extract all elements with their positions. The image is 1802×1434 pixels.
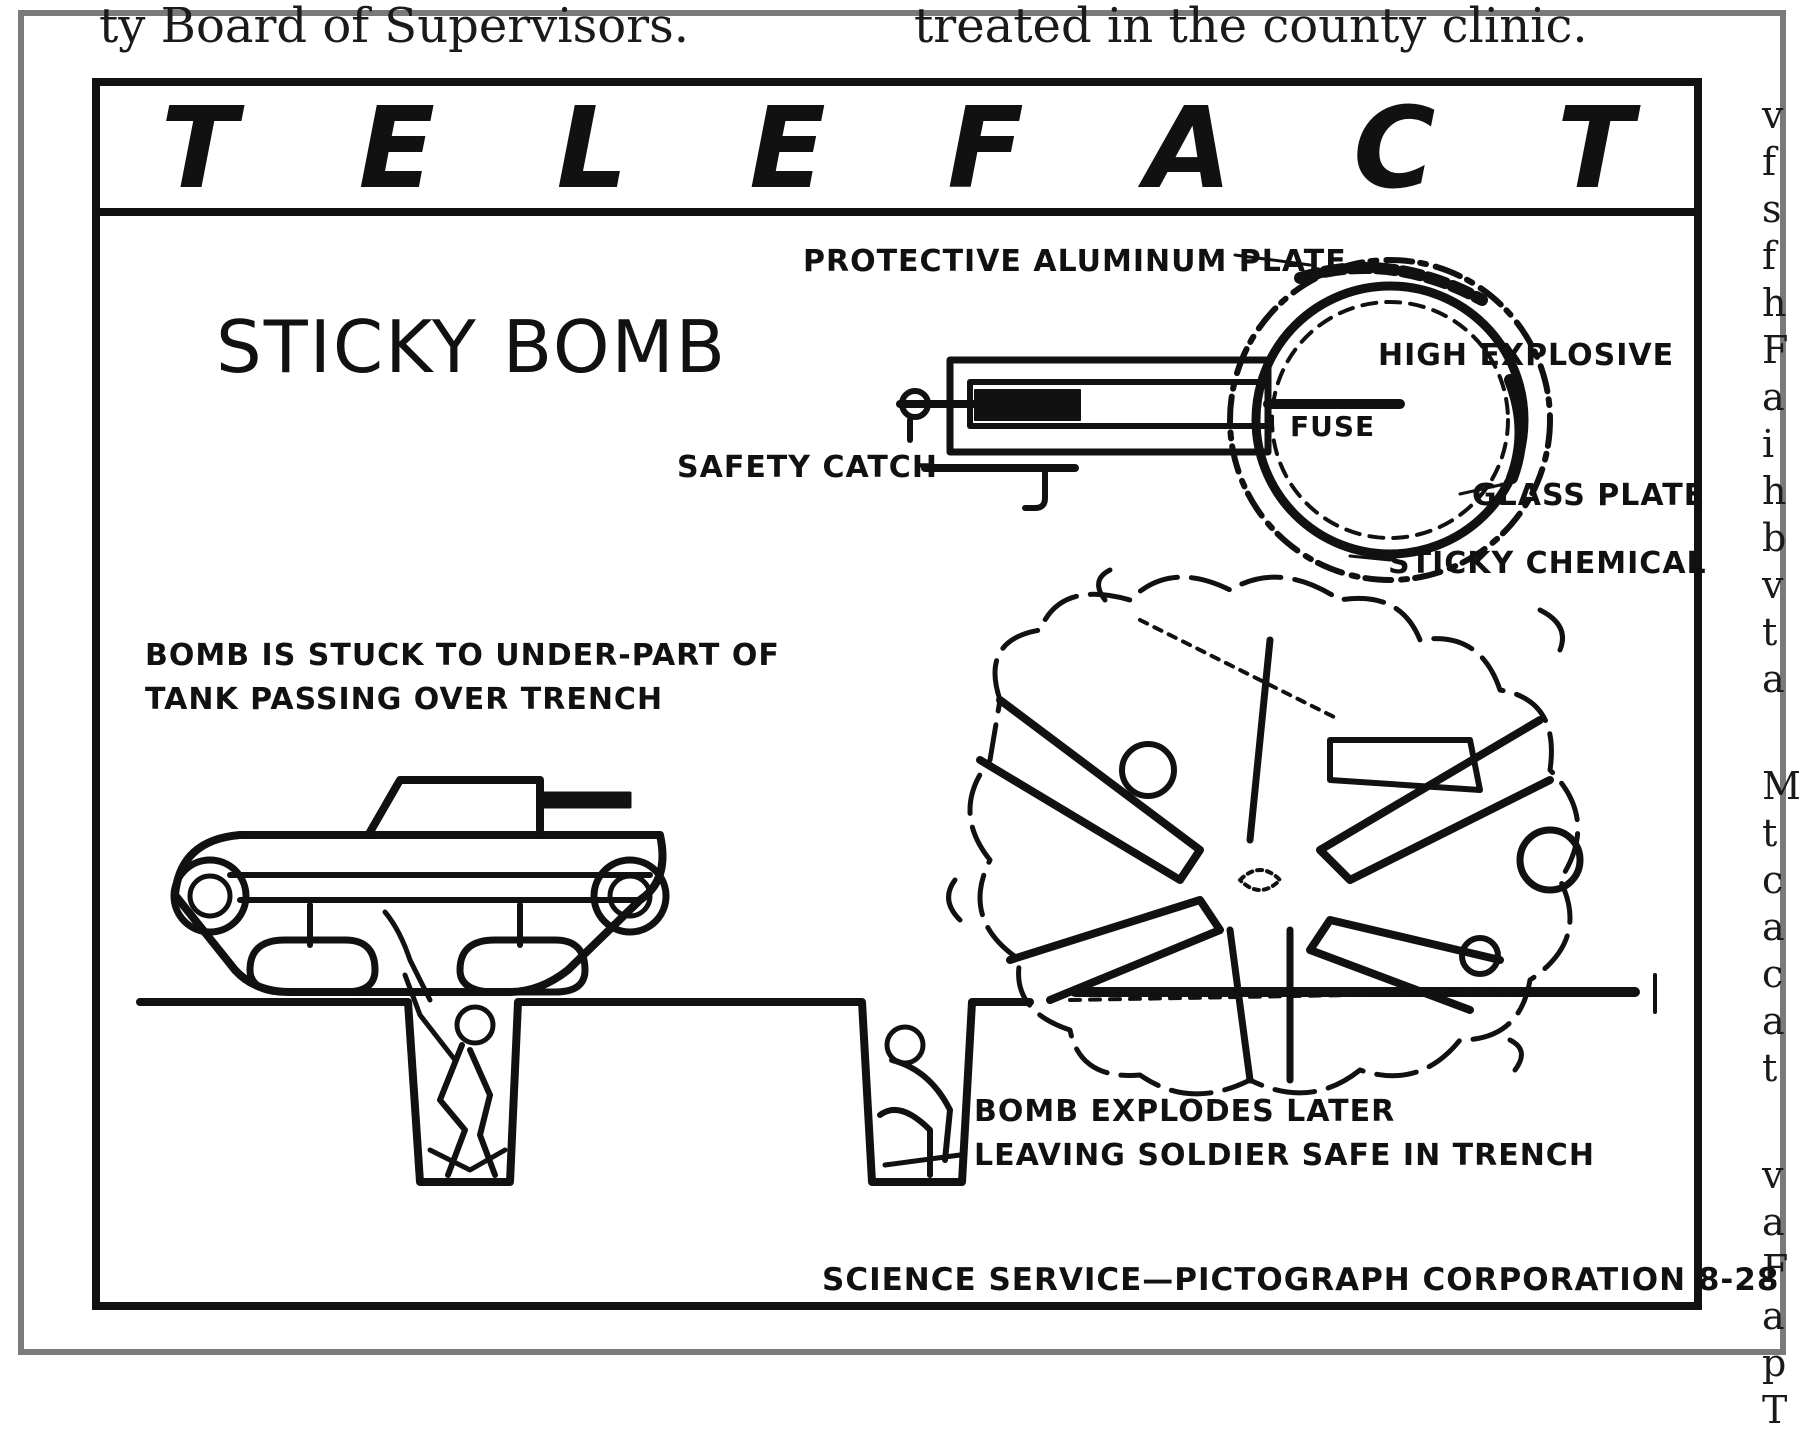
banner-letter: A xyxy=(1145,84,1232,214)
clipping-left-fragment: ty Board of Supervisors. xyxy=(99,0,690,54)
clipping-frame: ty Board of Supervisors. treated in the … xyxy=(18,0,1786,1355)
caption-right-line-2: LEAVING SOLDIER SAFE IN TRENCH xyxy=(974,1138,1595,1173)
label-glass-plate: GLASS PLATE xyxy=(1472,478,1706,513)
right-column-letter: a xyxy=(1762,657,1785,701)
label-sticky-chemical: STICKY CHEMICAL xyxy=(1388,546,1707,581)
banner-letter: F xyxy=(947,84,1024,214)
right-column-letter: i xyxy=(1762,422,1775,466)
ground-and-trenches xyxy=(136,973,1657,1186)
label-protective-plate: PROTECTIVE ALUMINUM PLATE xyxy=(803,244,1347,279)
right-column-letter: t xyxy=(1762,610,1778,654)
label-fuse: FUSE xyxy=(1290,410,1376,443)
caption-left-line-2: TANK PASSING OVER TRENCH xyxy=(145,682,664,717)
right-column-letter: t xyxy=(1762,1046,1778,1090)
right-column-letter: v xyxy=(1762,93,1784,137)
explosion-icon xyxy=(946,567,1584,1097)
label-high-explosive: HIGH EXPLOSIVE xyxy=(1378,338,1675,373)
right-column-letter: c xyxy=(1762,858,1784,902)
caption-left-line-1: BOMB IS STUCK TO UNDER-PART OF xyxy=(145,638,780,673)
banner-letter: T xyxy=(160,84,238,214)
right-column-letter: a xyxy=(1762,1294,1785,1338)
banner-letter: T xyxy=(1556,84,1634,214)
right-column-letter: v xyxy=(1762,563,1784,607)
right-column-letter: a xyxy=(1762,999,1785,1043)
banner-letter: L xyxy=(556,84,628,214)
diagram-title: STICKY BOMB xyxy=(216,305,728,389)
caption-right-line-1: BOMB EXPLODES LATER xyxy=(974,1094,1396,1129)
right-column-letter: f xyxy=(1762,140,1777,184)
sticky-bomb-diagram-icon xyxy=(896,253,1553,583)
right-column-letter: t xyxy=(1762,811,1778,855)
right-column-letter: b xyxy=(1762,516,1787,560)
soldier-icon xyxy=(402,972,508,1178)
right-column-letter: h xyxy=(1762,469,1787,513)
banner-letter: C xyxy=(1353,84,1436,214)
label-safety-catch: SAFETY CATCH xyxy=(677,450,938,485)
right-column-letter: a xyxy=(1762,375,1785,419)
banner-letter: E xyxy=(358,84,436,214)
right-column-letter: T xyxy=(1762,1388,1788,1432)
right-column-letter: F xyxy=(1762,1247,1789,1291)
right-column-letter: a xyxy=(1762,1200,1785,1244)
clipping-right-fragment: treated in the county clinic. xyxy=(914,0,1588,54)
soldier-safe-icon xyxy=(877,1024,963,1178)
tank-icon xyxy=(170,776,670,1003)
sticky-bomb-illustration xyxy=(136,253,1657,1186)
banner-letter: E xyxy=(749,84,826,214)
right-column-letter: h xyxy=(1762,281,1787,325)
right-column-letter: s xyxy=(1762,187,1782,231)
right-column-letter: F xyxy=(1762,328,1789,372)
right-column-letter: c xyxy=(1762,952,1784,996)
right-column-letter: v xyxy=(1762,1153,1784,1197)
right-column-letter: f xyxy=(1762,234,1777,278)
credit-line: SCIENCE SERVICE—PICTOGRAPH CORPORATION 8… xyxy=(822,1262,1780,1298)
right-column-letter: a xyxy=(1762,905,1785,949)
